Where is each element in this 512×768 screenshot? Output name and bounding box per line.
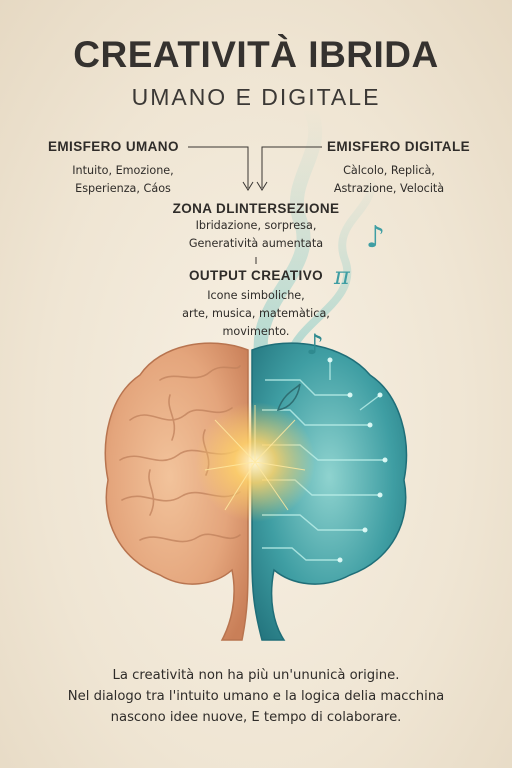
footer-line-2: Nel dialogo tra l'intuito umano e la log…	[67, 689, 445, 704]
page-subtitle: UMANO E DIGITALE	[131, 84, 381, 110]
digital-hemisphere-heading: EMISFERO DIGITALE	[326, 139, 470, 154]
digital-hemisphere-text: Càlcolo, Replicà, Astrazione, Velocità	[314, 162, 464, 198]
output-heading: OUTPUT CREATIVO	[189, 268, 323, 283]
page-title: CREATIVITÀ IBRIDA	[73, 34, 439, 75]
human-hemisphere	[104, 342, 249, 641]
footer-line-1: La creatività non ha più un'ununicà orig…	[112, 668, 400, 683]
intersection-text: Ibridazione, sorpresa, Generatività aume…	[0, 217, 512, 253]
circuit-nodes	[327, 357, 388, 563]
digital-line-1: Càlcolo, Replicà,	[343, 164, 435, 177]
music-note-icon-2: ♪	[306, 328, 324, 361]
human-hemisphere-heading: EMISFERO UMANO	[48, 139, 179, 154]
leaf-icon	[276, 383, 301, 411]
human-line-1: Intuito, Emozione,	[72, 164, 174, 177]
output-text: Icone simboliche, arte, musica, matemàti…	[0, 287, 512, 341]
intersection-line-2: Generatività aumentata	[188, 237, 324, 250]
pi-icon: π	[334, 262, 350, 290]
output-line-1: Icone simboliche,	[207, 289, 305, 302]
connector-lines	[188, 146, 322, 264]
output-line-2: arte, musica, matemàtica,	[182, 307, 330, 320]
human-hemisphere-text: Intuito, Emozione, Esperienza, Cáos	[48, 162, 198, 198]
digital-wisp-2	[286, 171, 376, 359]
footer-text: La creatività non ha più un'ununicà orig…	[0, 665, 512, 728]
output-line-3: movimento.	[222, 325, 290, 338]
intersection-line-1: Ibridazione, sorpresa,	[195, 219, 317, 232]
human-line-2: Esperienza, Cáos	[75, 182, 171, 195]
music-note-icon: ♪	[366, 220, 386, 255]
digital-line-2: Astrazione, Velocità	[333, 182, 445, 195]
spark-rays	[204, 405, 306, 511]
footer-line-3: nascono idee nuove, E tempo di colaborar…	[110, 710, 402, 725]
intersection-heading: ZONA DLINTERSEZIONE	[172, 201, 340, 216]
